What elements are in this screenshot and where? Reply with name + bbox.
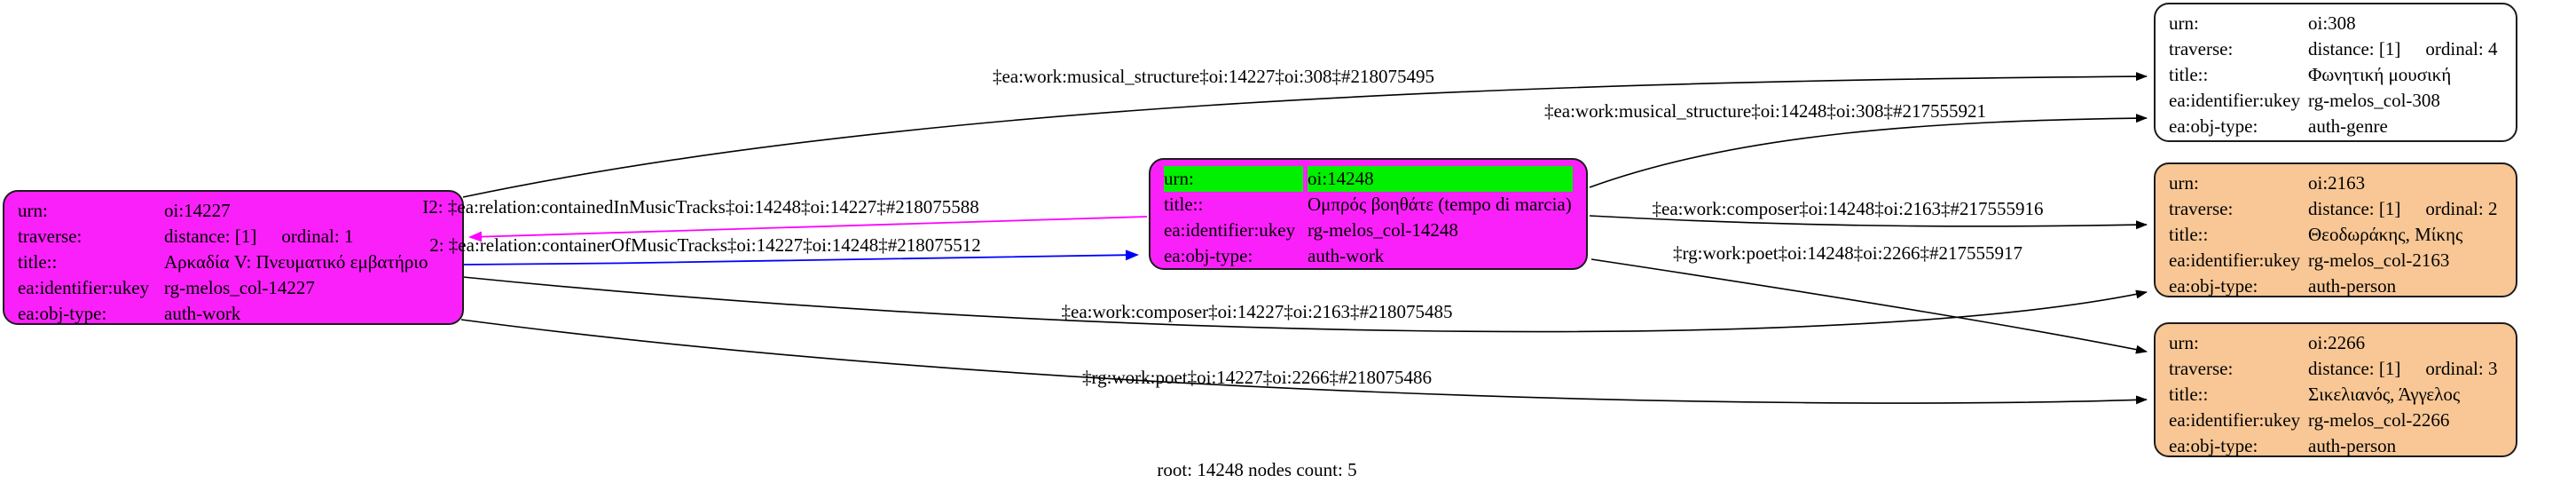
node-row: title:: Αρκαδία V: Πνευματικό εμβατήριο xyxy=(4,249,462,275)
field-value: distance: [1] ordinal: 3 xyxy=(2308,356,2502,382)
node-row: urn: oi:14227 xyxy=(4,198,462,224)
node-oi-14227[interactable]: urn: oi:14227 traverse: distance: [1] ord… xyxy=(3,190,464,325)
edge-label-poet-14248-2266: ‡rg:work:poet‡oi:14248‡oi:2266‡#21755591… xyxy=(1673,242,2022,264)
node-oi-2163[interactable]: urn: oi:2163 traverse: distance: [1] ordi… xyxy=(2154,162,2517,297)
field-value: Φωνητική μουσική xyxy=(2308,64,2452,85)
field-value: oi:14248 xyxy=(1308,166,1573,192)
node-row: ea:obj-type: auth-person xyxy=(2156,433,2516,459)
field-value: oi:2266 xyxy=(2308,332,2366,353)
field-label: traverse: xyxy=(2169,198,2234,219)
field-value: Αρκαδία V: Πνευματικό εμβατήριο xyxy=(164,251,428,273)
graph-caption: root: 14248 nodes count: 5 xyxy=(1157,459,1357,480)
field-label: ea:identifier:ukey xyxy=(1164,219,1296,241)
node-row: ea:identifier:ukey rg-melos_col-14227 xyxy=(4,275,462,301)
edge-poet-14227-2266 xyxy=(460,319,2148,405)
ordinal-value: ordinal: 4 xyxy=(2425,38,2498,59)
node-row: title:: Θεοδωράκης, Μίκης xyxy=(2156,222,2516,248)
field-label: ea:identifier:ukey xyxy=(2169,409,2301,431)
field-label: traverse: xyxy=(18,226,82,247)
node-row: traverse: distance: [1] ordinal: 4 xyxy=(2156,36,2516,62)
field-label: urn: xyxy=(18,200,48,221)
field-label: title:: xyxy=(2169,384,2209,405)
field-value: oi:2163 xyxy=(2308,172,2366,194)
node-row: ea:obj-type: auth-work xyxy=(1151,243,1586,269)
node-row: urn: oi:2163 xyxy=(2156,170,2516,196)
field-value: oi:14227 xyxy=(164,200,231,221)
node-row: traverse: distance: [1] ordinal: 2 xyxy=(2156,196,2516,222)
node-row-highlighted: urn: oi:14248 xyxy=(1151,166,1586,192)
edge-label-containerof-14227-14248: 2: ‡ea:relation:containerOfMusicTracks‡o… xyxy=(429,234,981,256)
distance-value: distance: [1] xyxy=(164,226,257,247)
edge-poet-14248-2266 xyxy=(1590,258,2148,354)
field-value: Σικελιανός, Άγγελος xyxy=(2308,384,2461,405)
node-row: ea:identifier:ukey rg-melos_col-308 xyxy=(2156,88,2516,114)
node-row: title:: Φωνητική μουσική xyxy=(2156,62,2516,88)
node-oi-308[interactable]: urn: oi:308 traverse: distance: [1] ordin… xyxy=(2154,3,2517,142)
field-value: distance: [1] ordinal: 2 xyxy=(2308,196,2502,222)
field-label: ea:identifier:ukey xyxy=(2169,249,2301,271)
node-oi-14248-root[interactable]: urn: oi:14248 title:: Ομπρός βοηθάτε (te… xyxy=(1149,158,1588,270)
distance-value: distance: [1] xyxy=(2308,38,2401,59)
field-label: title:: xyxy=(18,251,58,273)
field-label: ea:obj-type: xyxy=(2169,435,2258,456)
field-value: auth-person xyxy=(2308,435,2397,456)
field-value: rg-melos_col-14227 xyxy=(164,277,315,298)
edge-containerof-14227-14248 xyxy=(462,249,1139,265)
field-label: ea:obj-type: xyxy=(18,303,107,324)
edge-label-containedin-14248-14227: I2: ‡ea:relation:containedInMusicTracks‡… xyxy=(422,196,979,218)
edge-label-composer-14248-2163: ‡ea:work:composer‡oi:14248‡oi:2163‡#2175… xyxy=(1652,198,2044,219)
node-oi-2266[interactable]: urn: oi:2266 traverse: distance: [1] ordi… xyxy=(2154,322,2517,457)
field-label: ea:obj-type: xyxy=(1164,245,1253,266)
field-value: Ομπρός βοηθάτε (tempo di marcia) xyxy=(1308,194,1572,215)
edge-label-poet-14227-2266: ‡rg:work:poet‡oi:14227‡oi:2266‡#21807548… xyxy=(1082,367,1432,388)
field-value: distance: [1] ordinal: 4 xyxy=(2308,36,2502,62)
edge-musical-structure-14248-308 xyxy=(1589,114,2148,188)
field-label: title:: xyxy=(1164,194,1204,215)
ordinal-value: ordinal: 2 xyxy=(2425,198,2498,219)
edge-label-musical-structure-14248-308: ‡ea:work:musical_structure‡oi:14248‡oi:3… xyxy=(1543,100,1987,122)
field-label: urn: xyxy=(2169,332,2199,353)
distance-value: distance: [1] xyxy=(2308,358,2401,379)
field-value: distance: [1] ordinal: 1 xyxy=(164,224,449,249)
node-row: ea:identifier:ukey rg-melos_col-2266 xyxy=(2156,408,2516,433)
node-row: ea:obj-type: auth-work xyxy=(4,301,462,327)
node-row: traverse: distance: [1] ordinal: 3 xyxy=(2156,356,2516,382)
field-label: title:: xyxy=(2169,224,2209,245)
node-row: urn: oi:308 xyxy=(2156,11,2516,36)
edge-label-composer-14227-2163: ‡ea:work:composer‡oi:14227‡oi:2163‡#2180… xyxy=(1061,301,1453,322)
field-label: ea:obj-type: xyxy=(2169,115,2258,137)
field-value: auth-work xyxy=(1308,245,1385,266)
node-row: urn: oi:2266 xyxy=(2156,330,2516,356)
field-label: ea:identifier:ukey xyxy=(2169,90,2301,111)
node-row: ea:obj-type: auth-person xyxy=(2156,273,2516,299)
edge-label-musical-structure-14227-308: ‡ea:work:musical_structure‡oi:14227‡oi:3… xyxy=(992,66,1435,87)
field-value: auth-work xyxy=(164,303,241,324)
field-value: rg-melos_col-14248 xyxy=(1308,219,1458,241)
field-label: urn: xyxy=(2169,12,2199,34)
node-row: traverse: distance: [1] ordinal: 1 xyxy=(4,224,462,249)
field-label: traverse: xyxy=(2169,358,2234,379)
field-value: auth-genre xyxy=(2308,115,2388,137)
node-row: ea:identifier:ukey rg-melos_col-2163 xyxy=(2156,248,2516,273)
field-value: rg-melos_col-2163 xyxy=(2308,249,2450,271)
field-value: rg-melos_col-308 xyxy=(2308,90,2440,111)
field-value: Θεοδωράκης, Μίκης xyxy=(2308,224,2463,245)
field-label: ea:obj-type: xyxy=(2169,275,2258,297)
field-value: rg-melos_col-2266 xyxy=(2308,409,2450,431)
node-row: title:: Σικελιανός, Άγγελος xyxy=(2156,382,2516,408)
field-value: auth-person xyxy=(2308,275,2397,297)
field-label: urn: xyxy=(1164,166,1303,192)
field-label: ea:identifier:ukey xyxy=(18,277,150,298)
distance-value: distance: [1] xyxy=(2308,198,2401,219)
field-label: title:: xyxy=(2169,64,2209,85)
node-row: title:: Ομπρός βοηθάτε (tempo di marcia) xyxy=(1151,192,1586,218)
ordinal-value: ordinal: 3 xyxy=(2425,358,2498,379)
ordinal-value: ordinal: 1 xyxy=(281,226,354,247)
node-row: ea:identifier:ukey rg-melos_col-14248 xyxy=(1151,218,1586,243)
node-row: ea:obj-type: auth-genre xyxy=(2156,114,2516,139)
field-label: urn: xyxy=(2169,172,2199,194)
field-label: traverse: xyxy=(2169,38,2234,59)
field-value: oi:308 xyxy=(2308,12,2356,34)
